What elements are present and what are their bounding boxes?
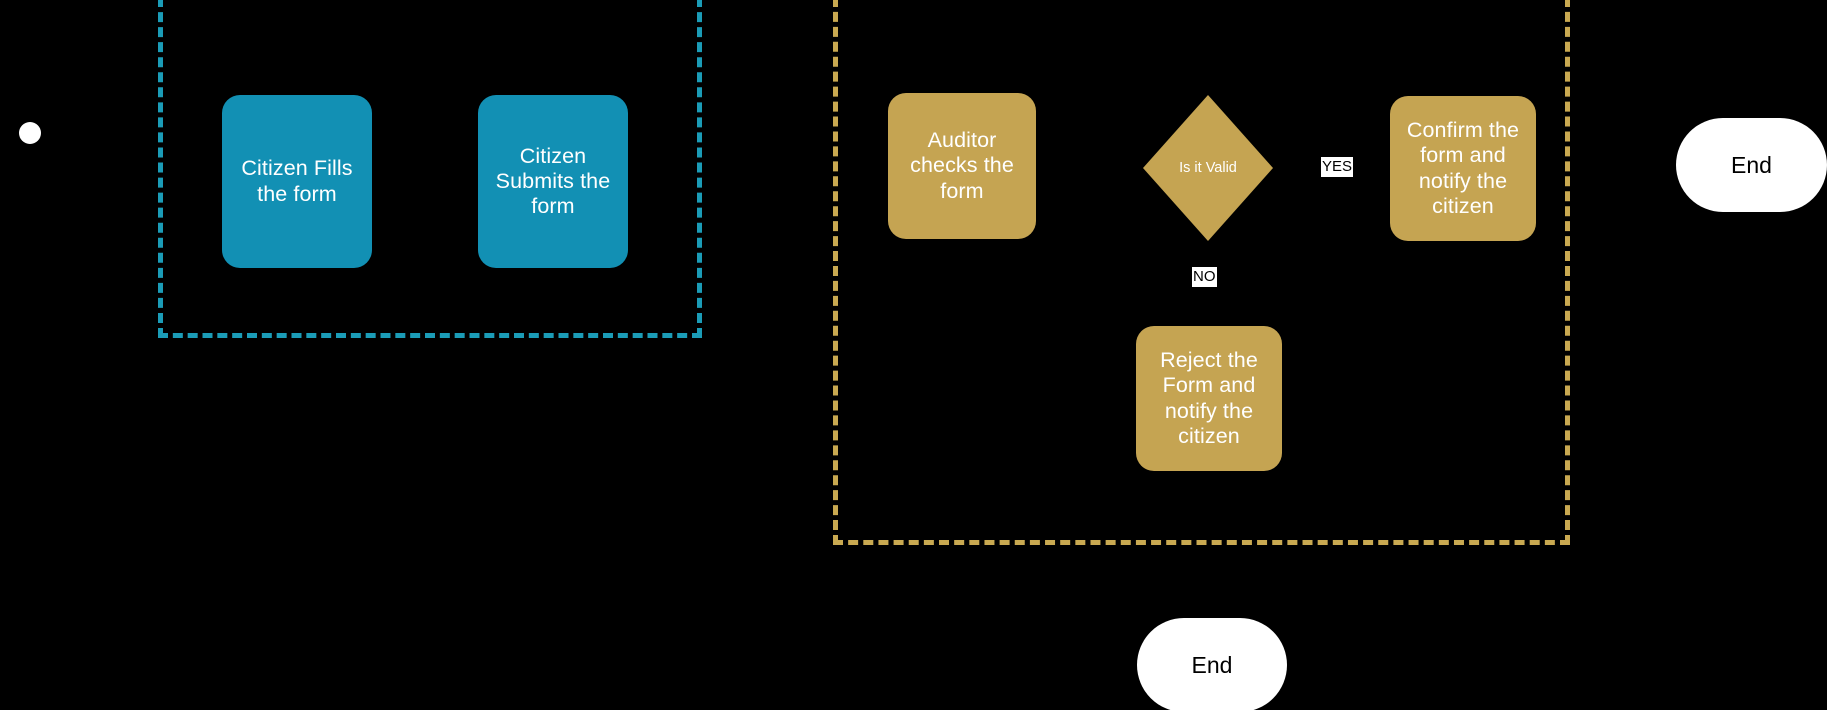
edge-label-no: NO bbox=[1192, 267, 1217, 287]
node-auditor-checks-the-form[interactable]: Auditor checks the form bbox=[888, 93, 1036, 239]
node-end-right[interactable]: End bbox=[1676, 118, 1827, 212]
start-node[interactable] bbox=[19, 122, 41, 144]
group-citizen-lane[interactable] bbox=[158, 0, 702, 338]
node-citizen-submits-the-form[interactable]: Citizen Submits the form bbox=[478, 95, 628, 268]
node-confirm-the-form[interactable]: Confirm the form and notify the citizen bbox=[1390, 96, 1536, 241]
node-end-bottom[interactable]: End bbox=[1137, 618, 1287, 710]
node-is-it-valid-decision[interactable]: Is it Valid bbox=[1143, 95, 1273, 241]
node-citizen-fills-the-form[interactable]: Citizen Fills the form bbox=[222, 95, 372, 268]
diamond-label: Is it Valid bbox=[1179, 160, 1237, 176]
group-auditor-lane[interactable] bbox=[833, 0, 1570, 545]
node-reject-the-form[interactable]: Reject the Form and notify the citizen bbox=[1136, 326, 1282, 471]
edge-label-yes: YES bbox=[1321, 157, 1354, 177]
